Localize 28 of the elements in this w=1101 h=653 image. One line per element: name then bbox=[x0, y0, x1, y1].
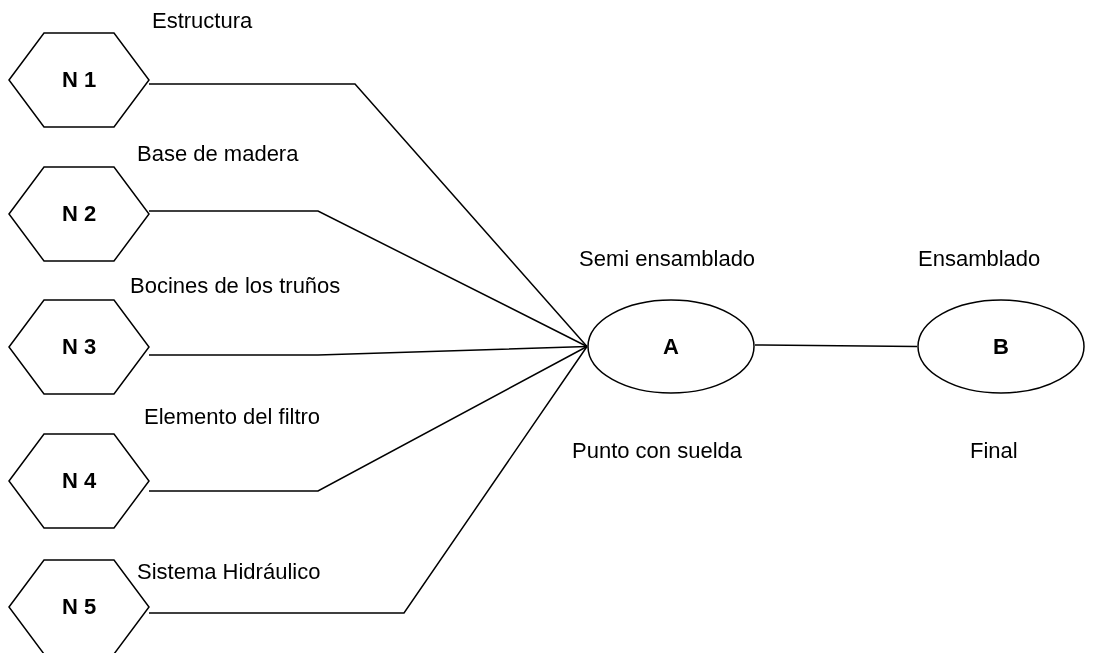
hexagon-node bbox=[9, 33, 149, 127]
node-label: N 5 bbox=[61, 594, 97, 620]
node-caption: Punto con suelda bbox=[572, 438, 743, 464]
hexagon-node bbox=[9, 167, 149, 261]
node-caption: Elemento del filtro bbox=[144, 404, 321, 430]
node-label: N 1 bbox=[61, 67, 97, 93]
connector-line bbox=[148, 345, 588, 492]
node-caption: Ensamblado bbox=[918, 246, 1041, 272]
ellipse-node bbox=[917, 299, 1085, 394]
hexagon-node bbox=[9, 434, 149, 528]
node-label: N 4 bbox=[61, 468, 97, 494]
node-caption: Semi ensamblado bbox=[579, 246, 756, 272]
connector-line bbox=[148, 210, 588, 348]
node-caption: Base de madera bbox=[137, 141, 299, 167]
node-label: B bbox=[993, 333, 1009, 360]
node-caption: Estructura bbox=[152, 8, 253, 34]
connector-line bbox=[148, 345, 588, 614]
connector-line bbox=[148, 83, 588, 348]
hexagon-node bbox=[9, 300, 149, 394]
node-caption: Sistema Hidráulico bbox=[137, 559, 321, 585]
ellipse-node bbox=[587, 299, 755, 394]
node-caption: Bocines de los truños bbox=[130, 273, 341, 299]
connector-line bbox=[754, 344, 918, 348]
node-label: N 2 bbox=[61, 201, 97, 227]
node-label: N 3 bbox=[61, 334, 97, 360]
connector-line bbox=[148, 345, 588, 356]
node-label: A bbox=[663, 333, 679, 360]
node-caption: Final bbox=[970, 438, 1018, 464]
